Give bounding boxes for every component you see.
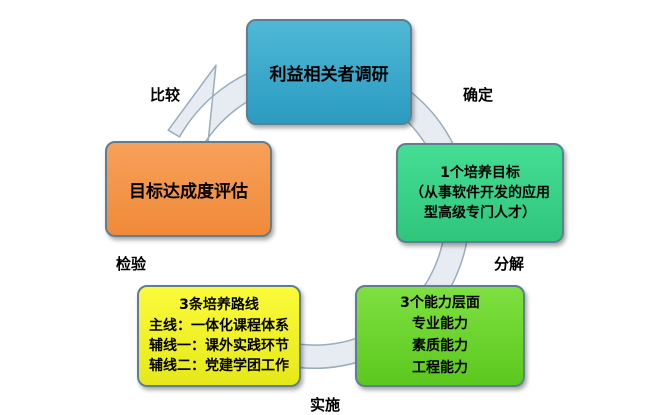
edge-label-verify: 检验	[116, 255, 147, 273]
node-top-line-1: 利益相关者调研	[269, 64, 389, 85]
node-achievement-evaluation: 目标达成度评估	[105, 141, 272, 237]
node-bottom-left-line-3: 辅线一：课外实践环节	[149, 338, 289, 354]
node-right-line-1: 1个培养目标	[440, 164, 520, 181]
edge-label-implement: 实施	[310, 396, 341, 414]
node-bottom-right-line-2: 专业能力	[412, 316, 468, 333]
node-stakeholder-survey: 利益相关者调研	[246, 19, 412, 125]
node-bottom-left-line-1: 3条培养路线	[179, 297, 259, 314]
node-right-line-3: 型高级专门人才）	[424, 205, 536, 222]
node-bottom-right-line-3: 素质能力	[412, 338, 468, 354]
edge-label-determine: 确定	[463, 86, 494, 104]
node-ability-levels: 3个能力层面 专业能力 素质能力 工程能力	[355, 285, 525, 387]
edge-label-compare: 比较	[150, 86, 181, 104]
edge-label-decompose: 分解	[494, 255, 525, 273]
node-bottom-right-line-4: 工程能力	[412, 359, 468, 376]
node-right-line-2: （从事软件开发的应用	[410, 184, 550, 201]
node-training-goal: 1个培养目标 （从事软件开发的应用 型高级专门人才）	[396, 143, 564, 243]
node-bottom-left-line-2: 主线：一体化课程体系	[149, 317, 289, 334]
node-bottom-right-line-1: 3个能力层面	[400, 294, 480, 311]
node-bottom-left-line-4: 辅线二：党建学团工作	[149, 358, 289, 375]
node-left-line-1: 目标达成度评估	[129, 181, 248, 202]
node-training-routes: 3条培养路线 主线：一体化课程体系 辅线一：课外实践环节 辅线二：党建学团工作	[137, 285, 301, 387]
